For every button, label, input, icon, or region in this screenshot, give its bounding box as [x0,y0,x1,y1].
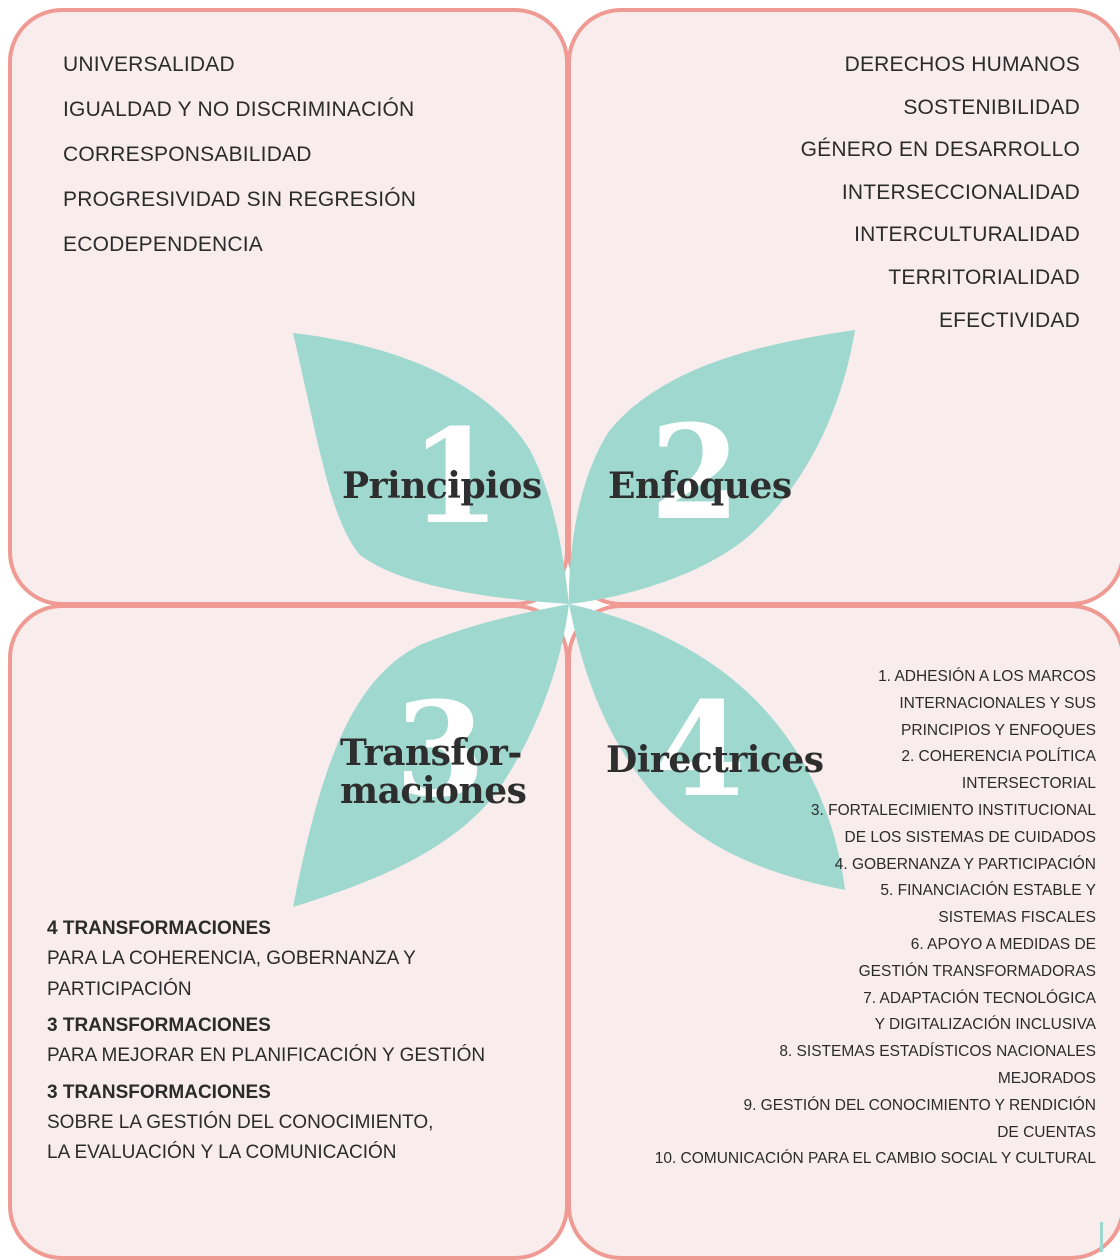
transformacion-description: PARA LA COHERENCIA, GOBERNANZA Y PARTICI… [47,944,485,1005]
directrices-list: 1. ADHESIÓN A LOS MARCOS INTERNACIONALES… [655,664,1096,1173]
transformacion-title: 3 TRANSFORMACIONES [47,1081,271,1103]
transformacion-line: PARTICIPACIÓN [47,978,192,1000]
enfoque-item: EFECTIVIDAD [938,308,1080,332]
directriz-line: 9. GESTIÓN DEL CONOCIMIENTO Y RENDICIÓN [743,1096,1096,1114]
directriz-line: 4. GOBERNANZA Y PARTICIPACIÓN [834,855,1096,873]
directriz-line: INTERSECTORIAL [961,775,1096,793]
transformacion-description: PARA MEJORAR EN PLANIFICACIÓN Y GESTIÓN [47,1041,485,1072]
transformacion-description: SOBRE LA GESTIÓN DEL CONOCIMIENTO, LA EV… [47,1108,485,1169]
enfoque-item: INTERCULTURALIDAD [854,223,1080,247]
principio-item: UNIVERSALIDAD [63,53,235,76]
directriz-line: 6. APOYO A MEDIDAS DE [910,935,1096,953]
enfoque-item: INTERSECCIONALIDAD [841,180,1080,204]
directriz-line: MEJORADOS [997,1069,1096,1087]
directriz-line: INTERNACIONALES Y SUS [899,694,1096,712]
petal-label-line: Transfor- [340,732,522,774]
principio-item: CORRESPONSABILIDAD [63,143,312,166]
enfoques-list: DERECHOS HUMANOS SOSTENIBILIDAD GÉNERO E… [801,52,1080,350]
transformacion-line: LA EVALUACIÓN Y LA COMUNICACIÓN [47,1142,397,1163]
transformacion-line: SOBRE LA GESTIÓN DEL CONOCIMIENTO, [47,1111,434,1133]
petal-directrices [569,604,845,890]
directriz-line: DE CUENTAS [997,1123,1096,1141]
directriz-line: DE LOS SISTEMAS DE CUIDADOS [844,828,1097,846]
directriz-line: 3. FORTALECIMIENTO INSTITUCIONAL [810,801,1096,819]
transformacion-line: PARA LA COHERENCIA, GOBERNANZA Y [47,948,416,969]
principio-item: PROGRESIVIDAD SIN REGRESIÓN [63,188,417,211]
transformacion-line: PARA MEJORAR EN PLANIFICACIÓN Y GESTIÓN [47,1045,486,1066]
transformaciones-card [8,604,569,1260]
directriz-line: 8. SISTEMAS ESTADÍSTICOS NACIONALES [779,1043,1096,1061]
enfoque-item: TERRITORIALIDAD [888,265,1080,289]
corner-accent-mark [1100,1222,1103,1252]
principio-item: ECODEPENDENCIA [63,233,264,256]
petal-label-directrices: Directrices [606,739,824,781]
principio-item: IGUALDAD Y NO DISCRIMINACIÓN [63,98,415,121]
petal-number-2: 2 [650,396,741,549]
petal-transformaciones [293,604,569,907]
directriz-line: 10. COMUNICACIÓN PARA EL CAMBIO SOCIAL Y… [654,1150,1096,1168]
principios-list: UNIVERSALIDAD IGUALDAD Y NO DISCRIMINACI… [63,52,416,277]
directriz-line: SISTEMAS FISCALES [938,909,1096,927]
enfoque-item: GÉNERO EN DESARROLLO [800,138,1080,162]
petal-number-4: 4 [655,673,746,826]
directriz-line: 2. COHERENCIA POLÍTICA [901,748,1096,766]
petal-principios [293,333,569,604]
directriz-line: 1. ADHESIÓN A LOS MARCOS [878,668,1096,685]
petal-label-transformaciones: Transfor- maciones [340,732,527,812]
petal-number-1: 1 [410,400,501,553]
enfoque-item: DERECHOS HUMANOS [844,53,1080,76]
petal-number-3: 3 [395,673,486,826]
transformacion-title: 4 TRANSFORMACIONES [47,918,271,939]
enfoque-item: SOSTENIBILIDAD [903,95,1080,119]
petal-label-enfoques: Enfoques [608,465,792,507]
petal-label-principios: Principios [342,465,542,507]
petal-label-line: maciones [340,770,527,812]
directriz-line: PRINCIPIOS Y ENFOQUES [901,721,1096,739]
directriz-line: Y DIGITALIZACIÓN INCLUSIVA [874,1016,1096,1034]
directriz-line: GESTIÓN TRANSFORMADORAS [858,962,1096,980]
directriz-line: 7. ADAPTACIÓN TECNOLÓGICA [863,989,1096,1007]
petal-enfoques [568,330,855,604]
directriz-line: 5. FINANCIACIÓN ESTABLE Y [880,882,1096,900]
transformacion-title: 3 TRANSFORMACIONES [47,1015,271,1036]
transformaciones-list: 4 TRANSFORMACIONES PARA LA COHERENCIA, G… [47,914,485,1175]
